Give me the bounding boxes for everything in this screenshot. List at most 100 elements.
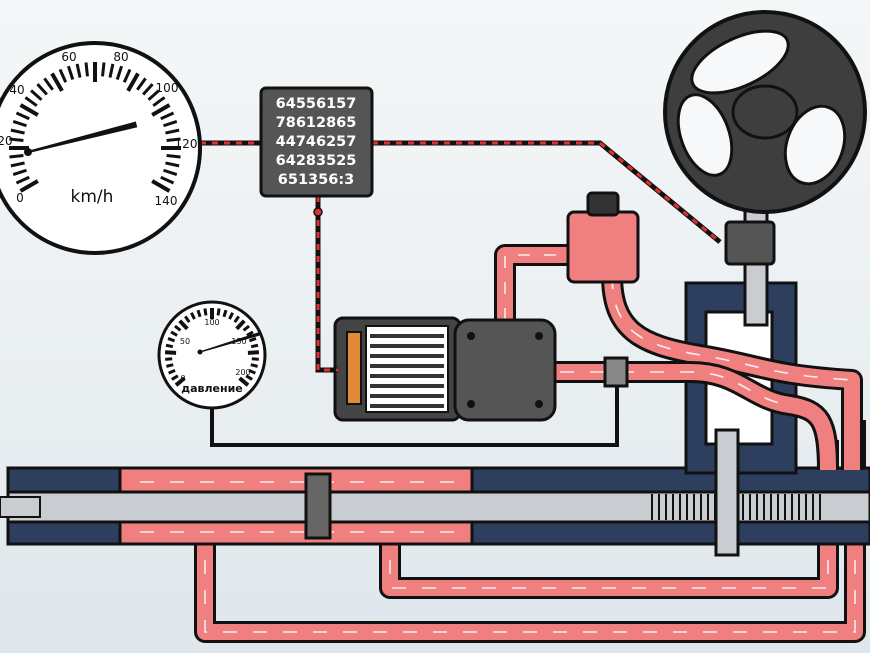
speedometer-tick [10,128,25,135]
speedometer-tick [10,161,25,168]
speedometer-tick [151,179,171,193]
pressure-gauge-tick [246,330,254,337]
speedometer-tick [136,77,147,91]
speedometer-tick [142,83,154,96]
speedometer-tick [19,179,39,193]
speedometer-tick [9,137,24,142]
pressure-gauge-tick [250,363,258,368]
pressure-gauge-tick [238,376,250,387]
ecu-line-5: 651356:3 [278,172,354,188]
speedometer-tick [9,154,24,159]
speedometer-label-0: 0 [16,191,24,205]
speedometer-tick [24,96,38,107]
speedometer-tick [84,62,89,77]
pressure-gauge-tick [196,309,202,318]
ecu-box: 64556157 78612865 44746257 64283525 6513… [259,86,374,198]
speedometer-tick [58,68,68,83]
pressure-gauge-tick [166,363,174,368]
pressure-gauge-tick [168,369,176,375]
rack-housing [0,466,870,546]
speedometer-tick [163,168,178,177]
speedometer-tick [15,175,30,185]
electric-motor [333,316,462,422]
pressure-gauge-tick [167,337,176,343]
ecu-line-1: 64556157 [276,96,357,112]
pressure-gauge-tick [228,312,234,320]
speedometer-tick [166,154,181,159]
pressure-label-100: 100 [204,318,219,327]
hydraulic-pump [453,318,557,422]
ecu-line-4: 64283525 [276,153,357,169]
pressure-gauge: 0 50 100 150 200 давление [157,300,267,410]
speedometer-tick [147,89,160,101]
speedometer-tick [12,119,27,128]
torque-sensor [724,220,776,266]
pressure-gauge-label: давление [181,382,243,395]
hose-fitting [603,356,629,388]
pressure-gauge-tick [174,376,186,387]
speedometer-tick [163,119,178,128]
speedometer-tick [115,65,124,80]
speedometer-label-140: 140 [155,194,178,208]
speedometer-tick [165,128,180,135]
pressure-gauge-tick [245,374,253,381]
speedometer-tick [30,89,43,101]
pressure-gauge-tick [247,350,260,355]
pressure-gauge-tick [248,369,256,375]
speedometer-tick [19,103,39,117]
motor-armature [365,325,449,413]
piston [304,472,332,540]
speedometer-tick [122,68,132,83]
speedometer-tick [15,111,30,121]
speedometer-tick [160,175,175,185]
reservoir [566,191,640,284]
signal-wires [200,140,722,447]
pressure-gauge-needle [199,332,260,353]
steering-wheel [663,10,867,214]
pressure-label-50: 50 [180,337,190,346]
pressure-label-0: 0 [180,374,185,383]
speedometer-label-120: 120 [175,137,198,151]
speedometer-tick [12,168,27,177]
pressure-gauge-tick [203,308,208,316]
pressure-gauge-tick [251,357,259,361]
hoses-upper [494,244,863,471]
reservoir-cap [586,191,620,217]
speedometer-tick [160,111,175,121]
pressure-gauge-tick [222,309,228,318]
pressure-label-200: 200 [235,368,250,377]
pressure-gauge-tick [190,312,196,320]
speedometer-tick [75,63,82,78]
pressure-gauge-tick [248,337,257,343]
speedometer-label-20: 20 [0,134,13,148]
speedometer-tick [165,161,180,168]
speedometer-label-80: 80 [113,50,128,64]
speedometer-ticks [9,62,181,193]
pressure-gauge-tick [233,315,240,323]
speedometer-tick [50,72,64,92]
pressure-gauge-tick [184,315,191,323]
pressure-gauge-tick [164,350,177,355]
speedometer: 20 40 60 80 100 120 140 0 km/h [0,41,202,255]
speedometer-tick [36,83,48,96]
speedometer-needle [27,121,138,154]
speedometer-tick [43,77,54,91]
speedometer-tick [152,96,166,107]
speedometer-label-60: 60 [61,50,76,64]
pressure-gauge-tick [170,330,178,337]
pressure-gauge-tick [216,308,221,316]
speedometer-tick [166,137,181,142]
pressure-gauge-tick [174,324,182,332]
speedometer-tick [66,65,75,80]
ecu-line-3: 44746257 [276,134,357,150]
pressure-gauge-tick [165,343,174,349]
pressure-gauge-tick [235,319,246,331]
pressure-gauge-tick [171,374,179,381]
pressure-gauge-tick [165,357,173,361]
speedometer-label-40: 40 [9,83,24,97]
speedometer-tick [108,63,115,78]
pressure-gauge-tick [178,319,189,331]
pressure-gauge-tick [250,343,259,349]
speedometer-tick [151,103,171,117]
